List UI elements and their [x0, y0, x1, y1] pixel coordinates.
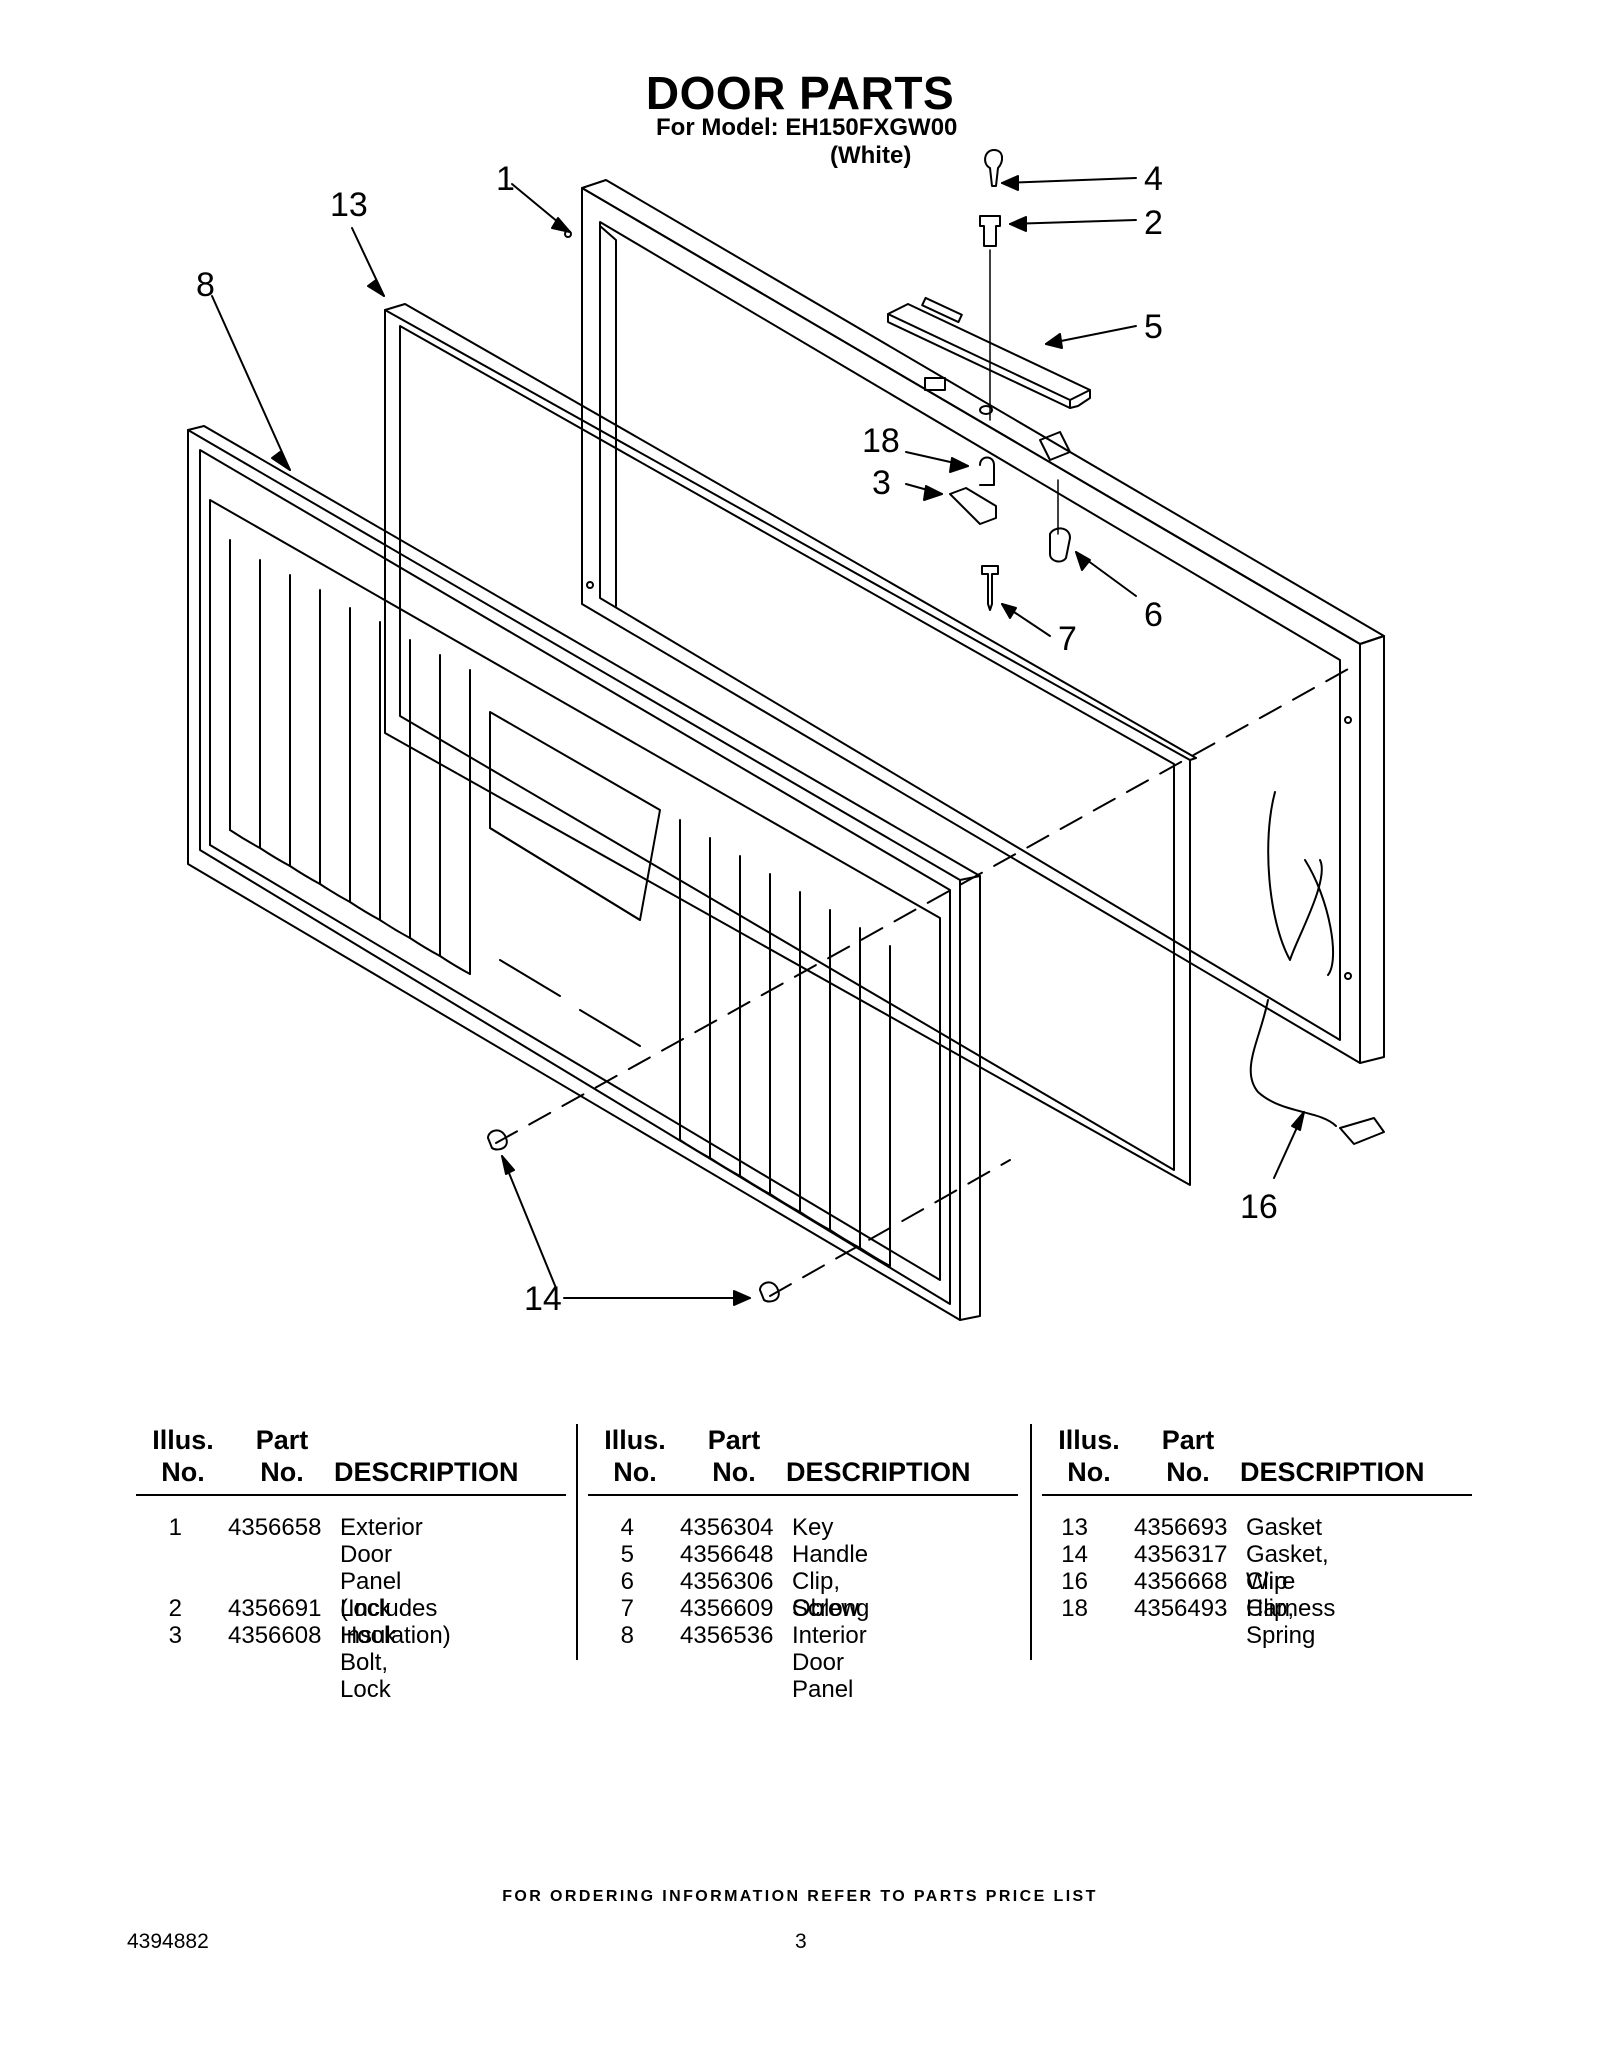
- callout-labels: 1 13 8 4 2 5 18 3 6 7 16 14: [196, 160, 1278, 1318]
- page-title: DOOR PARTS: [645, 67, 955, 119]
- column-divider: [576, 1424, 578, 1660]
- ordering-note: FOR ORDERING INFORMATION REFER TO PARTS …: [502, 1888, 1098, 1905]
- header-illus-no: Illus.No.: [152, 1425, 214, 1487]
- callout-14: 14: [524, 1280, 562, 1318]
- callout-13: 13: [330, 186, 368, 224]
- callout-18: 18: [862, 422, 900, 460]
- header-illus-no: Illus.No.: [604, 1425, 666, 1487]
- model-subtitle: For Model: EH150FXGW00: [656, 114, 958, 141]
- header-description: DESCRIPTION: [334, 1457, 519, 1487]
- header-description: DESCRIPTION: [786, 1457, 971, 1487]
- callout-4: 4: [1144, 160, 1163, 198]
- header-rule: [1042, 1494, 1472, 1496]
- hook-bolt-icon: [949, 487, 997, 525]
- callout-5: 5: [1144, 308, 1163, 346]
- header-rule: [136, 1494, 566, 1496]
- exploded-door-diagram: 1 13 8 4 2 5 18 3 6 7 16 14: [187, 149, 1385, 1321]
- callout-1: 1: [496, 160, 515, 198]
- callout-6: 6: [1144, 596, 1163, 634]
- key-icon: [984, 149, 1004, 187]
- callout-8: 8: [196, 266, 215, 304]
- callout-2: 2: [1144, 204, 1163, 242]
- leader-lines: [211, 175, 1305, 1306]
- model-variant: (White): [830, 142, 912, 169]
- column-divider: [1030, 1424, 1032, 1660]
- page-number: 3: [795, 1930, 807, 1953]
- lock-icon: [979, 215, 1001, 247]
- callout-7: 7: [1058, 620, 1077, 658]
- alignment-dashes: [495, 667, 1351, 1297]
- header-description: DESCRIPTION: [1240, 1457, 1425, 1487]
- exterior-door-panel: [564, 179, 1385, 1145]
- spring-clip-icon: [979, 456, 995, 486]
- document-number: 4394882: [127, 1930, 209, 1953]
- gasket-clip-icon: [759, 1281, 780, 1303]
- screw-icon: [981, 565, 999, 611]
- header-rule: [588, 1494, 1018, 1496]
- callout-16: 16: [1240, 1188, 1278, 1226]
- header-illus-no: Illus.No.: [1058, 1425, 1120, 1487]
- callout-3: 3: [872, 464, 891, 502]
- door-hardware: [487, 149, 1091, 1303]
- interior-door-panel: [187, 425, 981, 1321]
- gasket-clip-icon: [487, 1129, 508, 1151]
- gasket: [384, 303, 1197, 1186]
- oblong-clip-icon: [1049, 527, 1071, 563]
